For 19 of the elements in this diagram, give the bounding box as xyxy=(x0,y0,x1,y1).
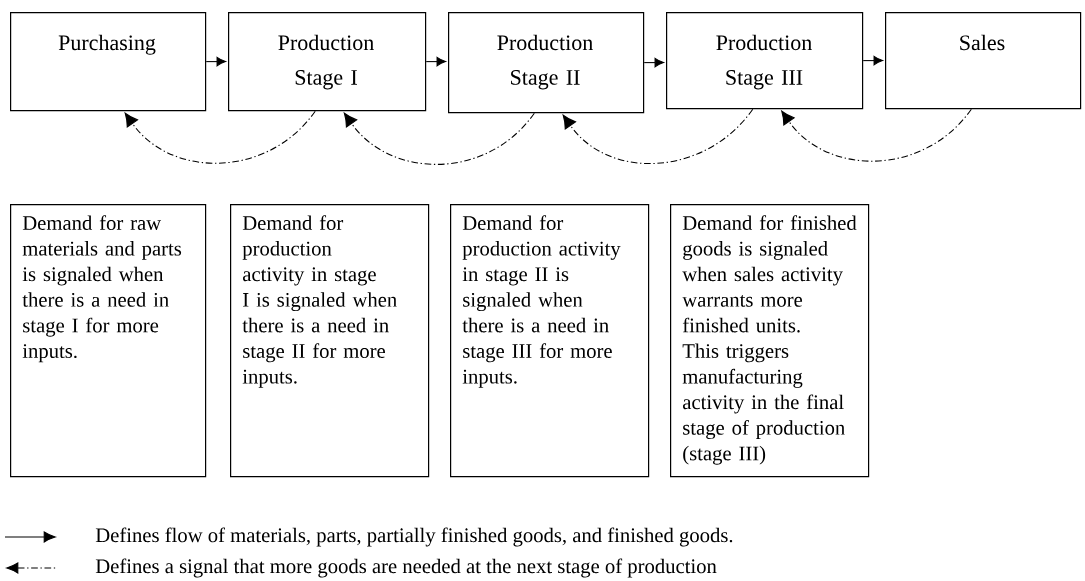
arrow xyxy=(643,57,665,68)
process-box: Production Stage I xyxy=(228,12,427,112)
process-box: Production Stage II xyxy=(448,12,645,114)
description-box: Demand for raw materials and parts is signaled when there is a need in stage I for more inputs. xyxy=(10,204,207,478)
description-box: Demand for production activity in stage I is signaled when there is a need in stage II for more inputs. xyxy=(230,204,430,478)
legend-text: Defines flow of materials, parts, partially finished goods, and finished goods. xyxy=(95,527,733,547)
process-box: Production Stage III xyxy=(666,12,864,110)
legend-text: Defines a signal that more goods are needed at the next stage of production xyxy=(95,558,717,578)
arrow xyxy=(862,55,884,66)
arrow xyxy=(562,108,754,164)
arrow xyxy=(425,56,447,67)
process-box: Sales xyxy=(885,12,1082,110)
arrow xyxy=(124,110,316,164)
description-box: Demand for finished goods is signaled when sales activity warrants more finished units. This triggers manufacturing activity in the final stage of production (stage III) xyxy=(670,204,870,478)
process-box: Purchasing xyxy=(10,12,207,112)
description-box: Demand for production activity in stage II is signaled when there is a need in stage III for more inputs. xyxy=(450,204,650,478)
arrow xyxy=(343,112,535,165)
arrow xyxy=(205,56,227,67)
arrow xyxy=(781,108,972,162)
